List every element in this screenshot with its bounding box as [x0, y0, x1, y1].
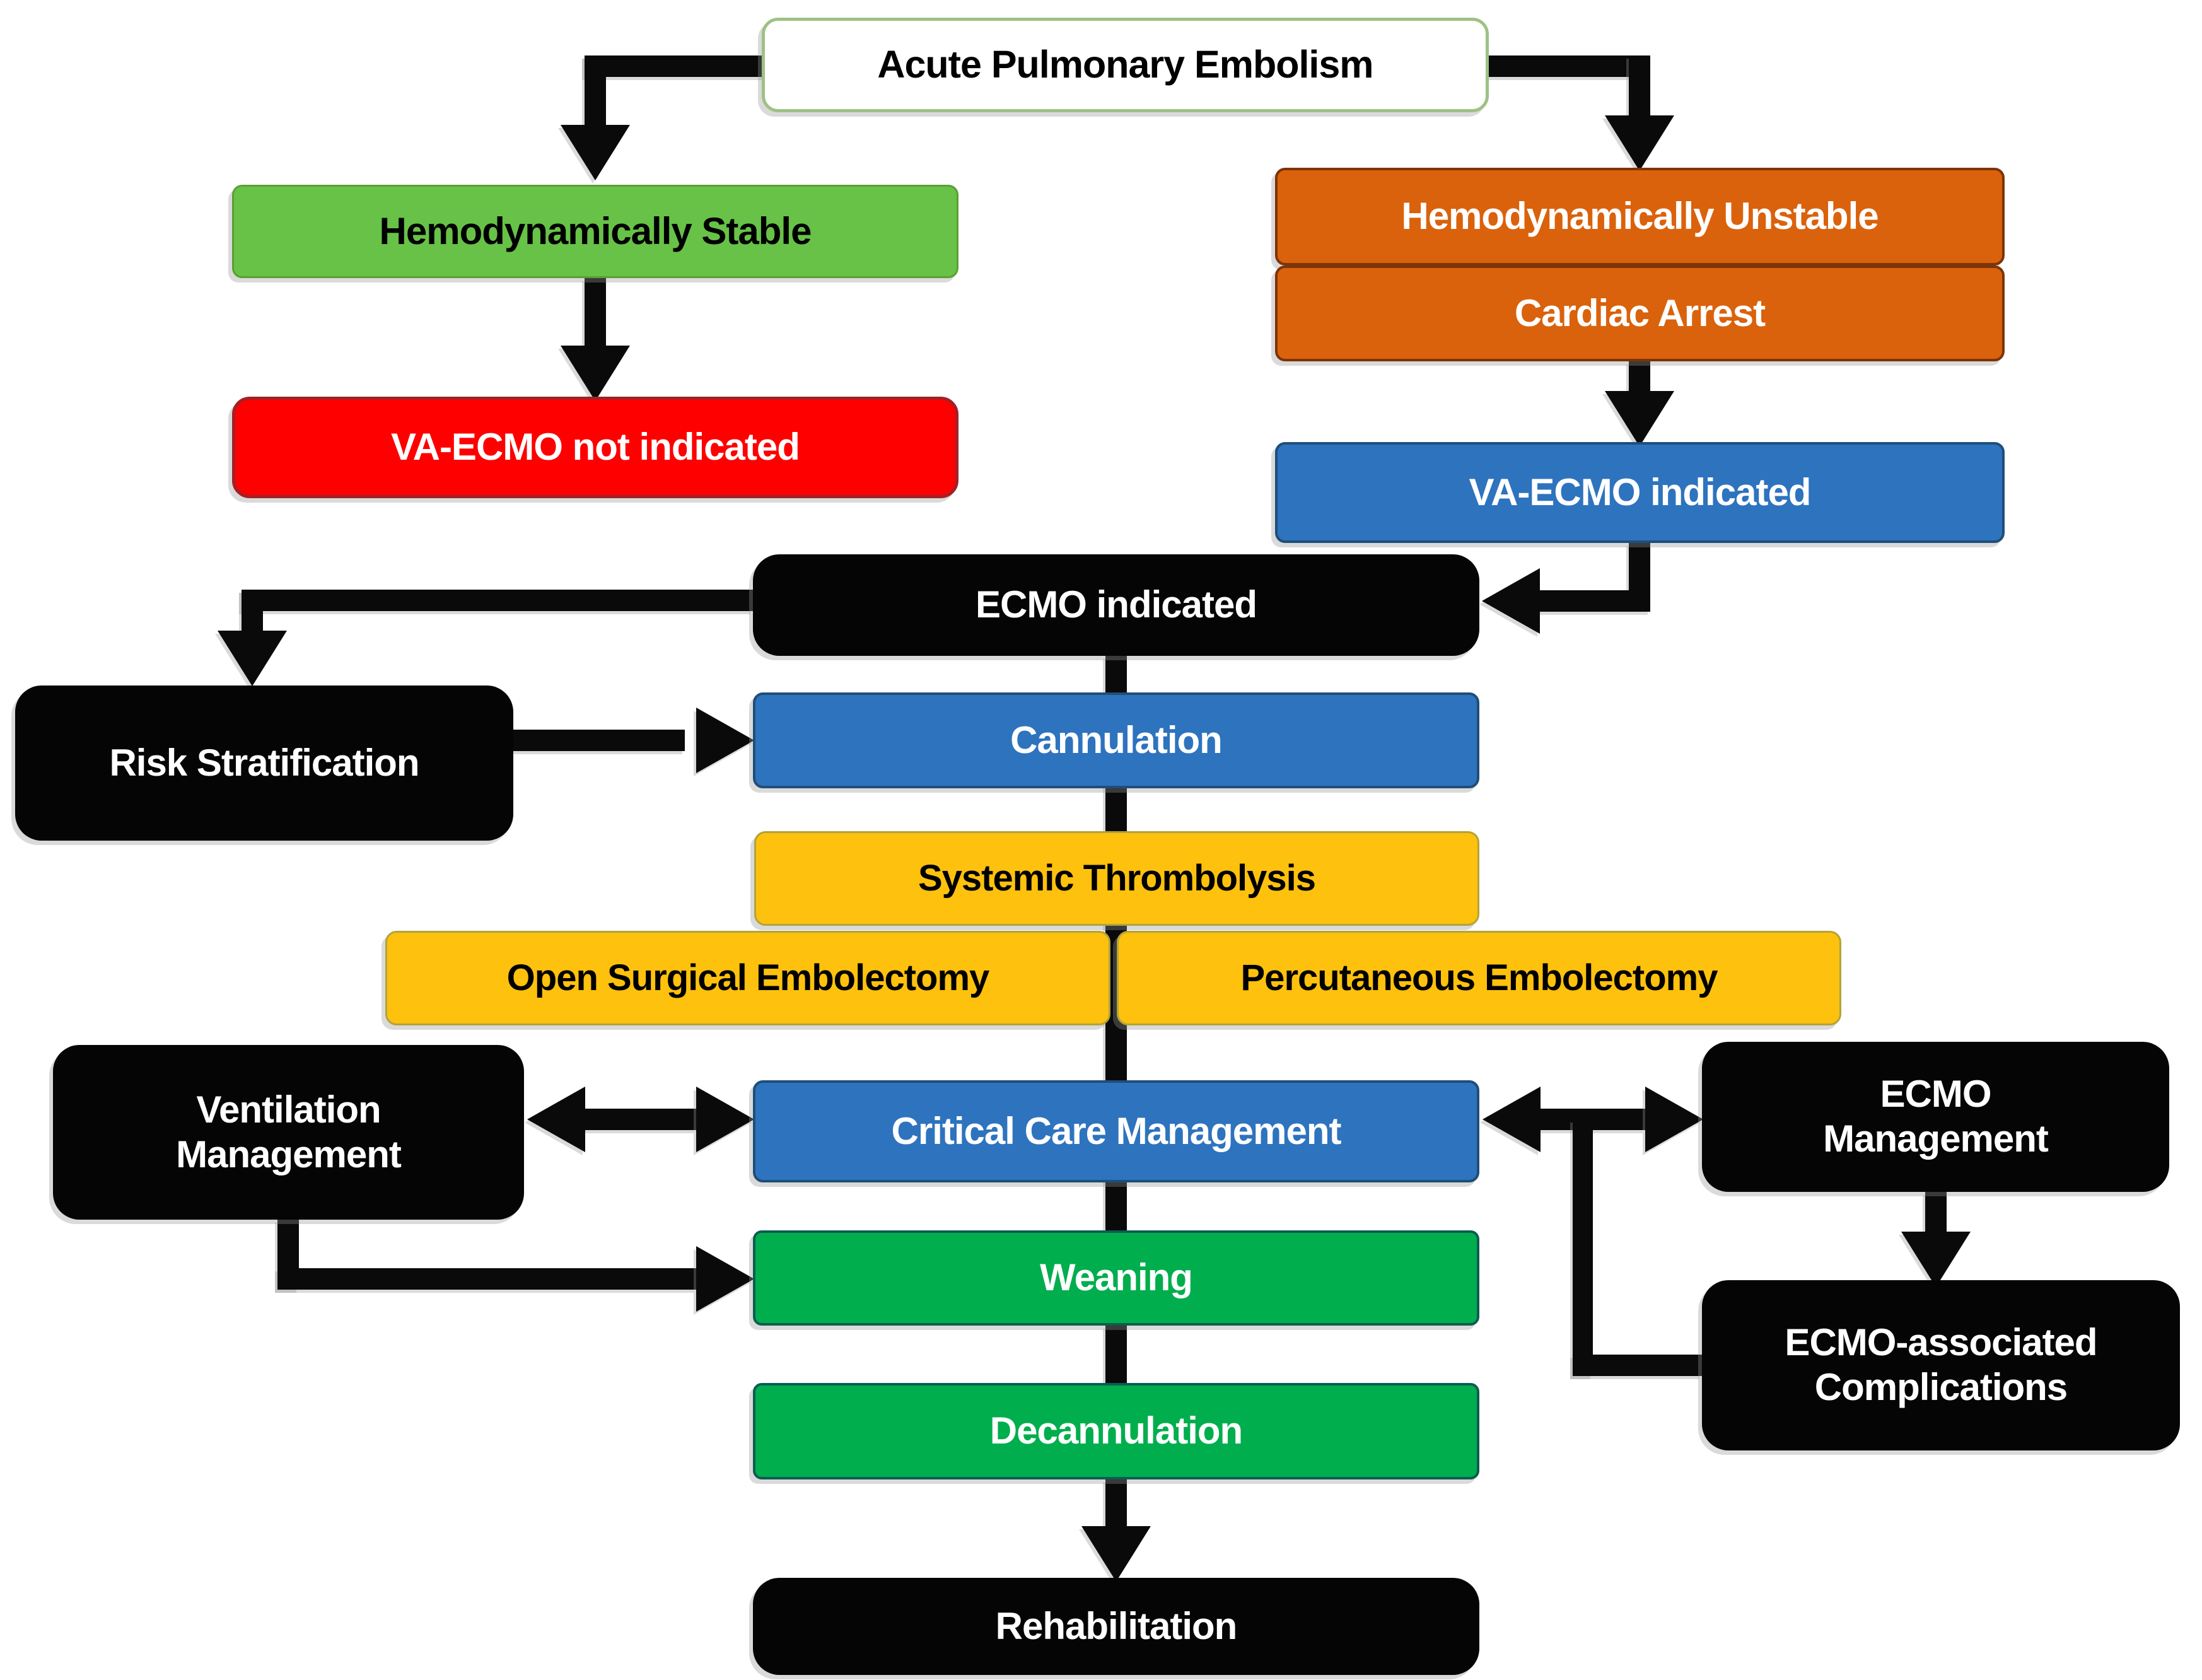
node-cannulation-label: Cannulation: [1010, 718, 1223, 761]
node-hemodynamically-unstable-label: Hemodynamically Unstable: [1401, 195, 1879, 238]
connector-left-branch-vertical: [585, 55, 606, 128]
connector-arrest-to-indicated: [1629, 361, 1650, 394]
node-weaning-label: Weaning: [1040, 1256, 1193, 1299]
node-hemodynamically-stable-label: Hemodynamically Stable: [379, 209, 812, 252]
connector-vaindicated-left: [1535, 590, 1650, 612]
connector-ecmomgmt-down: [1925, 1192, 1947, 1235]
arrowhead-to-risk-stratification: [218, 631, 287, 686]
connector-decannulation-down: [1105, 1479, 1127, 1530]
node-risk-stratification-label: Risk Stratification: [109, 741, 419, 784]
arrowhead-to-rehabilitation: [1081, 1526, 1151, 1582]
node-critical-care-management: Critical Care Management: [753, 1080, 1479, 1182]
node-va-ecmo-indicated-label: VA-ECMO indicated: [1469, 470, 1812, 513]
node-ecmo-management: ECMO Management: [1702, 1042, 2169, 1192]
arrowhead-to-ccm-right: [1483, 1087, 1541, 1152]
node-ecmo-indicated: ECMO indicated: [753, 554, 1479, 656]
arrowhead-to-hemodynamically-stable: [561, 125, 630, 180]
arrowhead-to-weaning: [696, 1246, 754, 1312]
node-percutaneous-embolectomy: Percutaneous Embolectomy: [1117, 931, 1841, 1025]
node-ecmo-management-label: ECMO Management: [1823, 1073, 2049, 1160]
node-weaning: Weaning: [753, 1230, 1479, 1326]
arrowhead-to-ecmo-indicated: [1482, 568, 1540, 634]
node-decannulation-label: Decannulation: [989, 1409, 1243, 1452]
connector-right-branch-vertical: [1629, 55, 1650, 119]
connector-ecmoindicated-left-down: [242, 590, 263, 634]
node-ecmo-associated-complications-label: ECMO-associated Complications: [1785, 1321, 2097, 1408]
node-ecmo-associated-complications: ECMO-associated Complications: [1702, 1280, 2180, 1450]
connector-ventilation-to-weaning: [277, 1268, 696, 1290]
arrowhead-to-va-ecmo-not-indicated: [561, 346, 630, 401]
node-open-surgical-embolectomy: Open Surgical Embolectomy: [385, 931, 1110, 1025]
arrowhead-to-ccm-left: [696, 1087, 754, 1152]
arrowhead-to-va-ecmo-indicated: [1605, 391, 1674, 446]
node-open-surgical-embolectomy-label: Open Surgical Embolectomy: [506, 957, 990, 998]
node-va-ecmo-not-indicated: VA-ECMO not indicated: [232, 397, 958, 498]
connector-weaning-to-decannulation: [1105, 1326, 1127, 1385]
node-va-ecmo-not-indicated-label: VA-ECMO not indicated: [391, 426, 800, 469]
connector-complications-feedback-horizontal: [1573, 1355, 1702, 1376]
arrowhead-to-complications: [1901, 1232, 1971, 1287]
node-rehabilitation-label: Rehabilitation: [995, 1604, 1238, 1647]
connector-stable-to-notindicated: [585, 278, 606, 349]
connector-ventilation-ccm-shaft: [584, 1109, 696, 1130]
node-decannulation: Decannulation: [753, 1383, 1479, 1479]
connector-ecmoindicated-left: [242, 590, 753, 611]
node-ventilation-management-label: Ventilation Management: [176, 1088, 402, 1175]
node-cardiac-arrest-label: Cardiac Arrest: [1514, 291, 1766, 334]
node-acute-pulmonary-embolism: Acute Pulmonary Embolism: [762, 18, 1489, 112]
node-hemodynamically-unstable: Hemodynamically Unstable: [1275, 168, 2005, 265]
node-cannulation: Cannulation: [753, 692, 1479, 788]
node-systemic-thrombolysis: Systemic Thrombolysis: [754, 831, 1479, 926]
node-ventilation-management: Ventilation Management: [53, 1045, 524, 1220]
node-systemic-thrombolysis-label: Systemic Thrombolysis: [918, 857, 1316, 899]
arrowhead-to-ecmo-management: [1645, 1087, 1703, 1152]
node-critical-care-management-label: Critical Care Management: [891, 1109, 1342, 1152]
node-ecmo-indicated-label: ECMO indicated: [975, 583, 1257, 626]
connector-complications-feedback-vertical: [1573, 1119, 1593, 1376]
node-percutaneous-embolectomy-label: Percutaneous Embolectomy: [1240, 957, 1718, 998]
arrowhead-to-cannulation: [696, 708, 754, 773]
connector-riskstrat-to-cannulation: [513, 730, 685, 751]
node-rehabilitation: Rehabilitation: [753, 1578, 1479, 1675]
node-va-ecmo-indicated: VA-ECMO indicated: [1275, 442, 2005, 543]
node-acute-pulmonary-embolism-label: Acute Pulmonary Embolism: [877, 43, 1373, 86]
node-cardiac-arrest: Cardiac Arrest: [1275, 265, 2005, 361]
arrowhead-to-hemodynamically-unstable: [1605, 115, 1674, 171]
node-hemodynamically-stable: Hemodynamically Stable: [232, 185, 958, 278]
node-risk-stratification: Risk Stratification: [15, 685, 513, 841]
arrowhead-to-ventilation-management: [527, 1087, 585, 1152]
